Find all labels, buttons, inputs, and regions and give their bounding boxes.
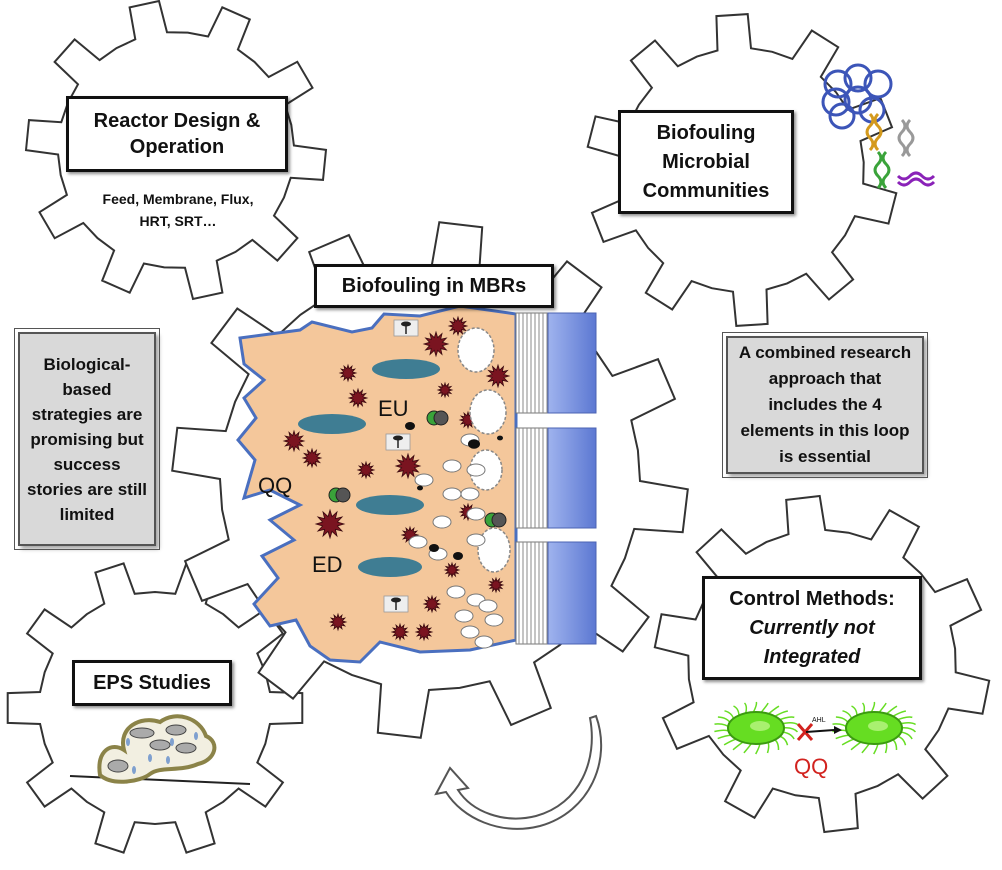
bacterium: [422, 594, 442, 614]
bacterium: [394, 452, 422, 480]
quorum-quenching-illustration: AHL QQ: [714, 701, 917, 779]
microbial-communities-title: Biofouling Microbial Communities: [618, 110, 794, 214]
bacterium: [443, 561, 461, 579]
particle: [432, 515, 452, 529]
colloid: [405, 422, 415, 430]
bacterium: [422, 330, 450, 358]
particle: [466, 463, 486, 477]
qq-bacterium: [335, 487, 351, 503]
bacterium: [282, 429, 306, 453]
membrane-probe-head: [391, 597, 401, 603]
qq-biofilm-label: QQ: [258, 473, 292, 498]
bacterium: [356, 460, 376, 480]
bacterium: [436, 381, 454, 399]
floc: [372, 359, 440, 379]
floc: [358, 557, 422, 577]
gear-eps: [6, 562, 304, 854]
cycle-arrow: [434, 714, 603, 830]
colloid: [497, 435, 503, 441]
particle: [454, 609, 474, 623]
bacterium: [390, 622, 410, 642]
particle: [466, 533, 486, 547]
cell-nucleoid: [750, 721, 770, 731]
reactor-parameters: Feed, Membrane, Flux, HRT, SRT…: [60, 188, 296, 232]
particle: [460, 487, 480, 501]
eps-studies-title: EPS Studies: [72, 660, 232, 706]
left-note-text: Biological-based strategies are promisin…: [26, 354, 147, 524]
particle: [474, 635, 494, 649]
membrane-probe-head: [401, 321, 411, 327]
bacterium: [301, 447, 323, 469]
microbial-title-line-3: Communities: [642, 179, 770, 202]
eps-cloud: [477, 527, 511, 573]
particle: [442, 487, 462, 501]
particle: [484, 613, 504, 627]
particle: [446, 585, 466, 599]
particle: [408, 535, 428, 549]
colloid: [417, 485, 423, 491]
particle: [478, 599, 498, 613]
control-title-line-2: Currently not: [749, 616, 875, 639]
qq-bacterium: [491, 512, 507, 528]
right-note-text: A combined research approach that includ…: [738, 343, 912, 466]
eps-studies-text: EPS Studies: [93, 671, 211, 694]
bacterium: [487, 576, 505, 594]
center-title: Biofouling in MBRs: [314, 264, 554, 308]
biofilm-illustration: QQ EU ED: [236, 304, 597, 664]
ahl-label: AHL: [812, 717, 826, 724]
eps-illustration: [69, 714, 251, 785]
bacterium: [338, 363, 358, 383]
membrane-probe-head: [393, 435, 403, 441]
cell-nucleoid: [868, 721, 888, 731]
bacterium: [485, 363, 511, 389]
particle: [460, 625, 480, 639]
qq-control-label: QQ: [794, 754, 828, 779]
colloid: [468, 439, 480, 449]
left-note: Biological-based strategies are promisin…: [14, 328, 160, 550]
bacterium: [347, 387, 369, 409]
eps-cloud: [457, 327, 495, 373]
membrane-module-bottom: [515, 541, 597, 645]
ed-label: ED: [312, 552, 343, 577]
particle: [466, 507, 486, 521]
center-title-text: Biofouling in MBRs: [341, 274, 527, 297]
right-note: A combined research approach that includ…: [722, 332, 928, 478]
bacterium: [328, 612, 348, 632]
membrane-module-top: [515, 312, 597, 414]
bacterium: [447, 315, 469, 337]
floc: [298, 414, 366, 434]
particle: [414, 473, 434, 487]
control-title-line-3: Integrated: [763, 645, 861, 668]
reactor-design-title: Reactor Design & Operation: [66, 96, 288, 172]
eu-label: EU: [378, 396, 409, 421]
reactor-parameters-line-1: Feed, Membrane, Flux,: [102, 191, 254, 207]
reactor-design-text: Reactor Design & Operation: [93, 110, 261, 158]
control-methods-title: Control Methods: Currently not Integrate…: [702, 576, 922, 680]
qq-bacterium: [433, 410, 449, 426]
particle: [442, 459, 462, 473]
bacterium: [414, 622, 434, 642]
reactor-parameters-line-2: HRT, SRT…: [139, 213, 217, 229]
membrane-module-middle: [515, 427, 597, 529]
microbial-title-line-1: Biofouling: [656, 121, 756, 144]
colloid: [453, 552, 463, 560]
microbial-title-line-2: Microbial: [662, 150, 750, 173]
eps-cloud: [469, 389, 507, 435]
dna-strands-icon: [865, 112, 936, 190]
floc: [356, 495, 424, 515]
control-title-line-1: Control Methods:: [729, 587, 895, 610]
colloid: [429, 544, 439, 552]
bacterium: [314, 508, 346, 540]
